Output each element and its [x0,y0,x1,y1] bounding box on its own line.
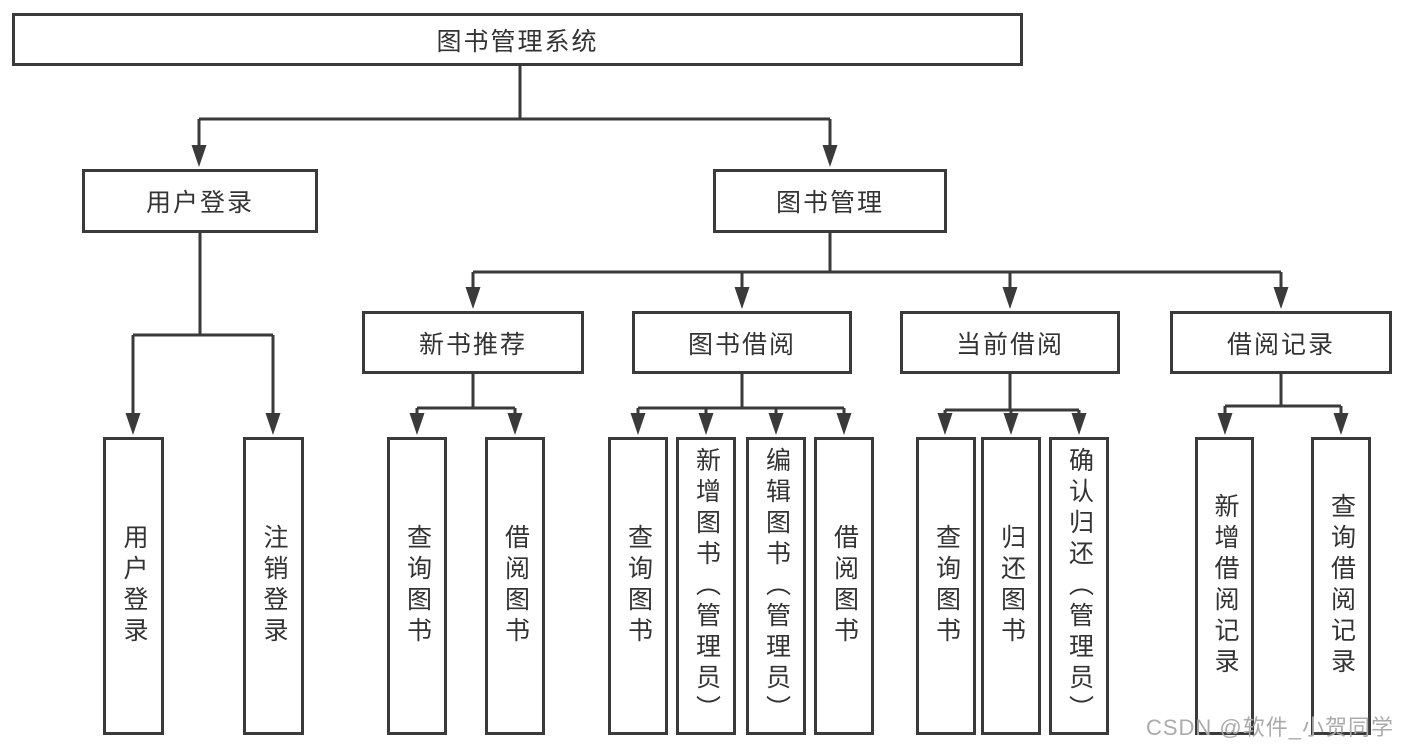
node-current-borrowing: 当前借阅 [900,311,1120,374]
node-label: 查询借阅记录 [1327,493,1356,679]
leaf-query-books-borrowing: 查询图书 [608,437,668,735]
leaf-borrow-books-recommend: 借阅图书 [485,437,545,735]
node-label: 查询图书 [403,524,432,648]
node-label: 新增图书（管理员） [692,446,721,726]
node-label: 借阅图书 [830,524,859,648]
node-new-book-recommendation: 新书推荐 [362,311,584,374]
leaf-query-borrow-record: 查询借阅记录 [1311,437,1371,735]
node-label: 图书管理 [775,189,884,217]
node-user-login: 用户登录 [82,169,318,233]
node-library-system: 图书管理系统 [12,13,1023,66]
node-label: 编辑图书（管理员） [762,446,791,726]
node-label: 借阅记录 [1226,330,1335,359]
node-label: 归还图书 [997,524,1026,648]
node-label: 注销登录 [260,524,288,648]
leaf-add-borrow-record: 新增借阅记录 [1195,437,1254,735]
node-label: 图书管理系统 [436,27,599,56]
node-book-borrowing: 图书借阅 [632,311,852,374]
leaf-query-books-current: 查询图书 [916,437,976,735]
leaf-logout: 注销登录 [243,437,304,735]
leaf-user-login: 用户登录 [103,437,164,735]
node-label: 新书推荐 [418,330,527,359]
leaf-borrow-books-borrowing: 借阅图书 [814,437,874,735]
node-label: 用户登录 [120,524,148,648]
node-label: 确认归还（管理员） [1065,446,1094,726]
leaf-return-books: 归还图书 [981,437,1041,735]
watermark-text: CSDN @软件_小贺同学 [1145,715,1394,740]
leaf-confirm-return-admin: 确认归还（管理员） [1049,437,1109,735]
arrowhead-icons [125,145,1349,435]
node-label: 用户登录 [145,189,254,217]
node-label: 新增借阅记录 [1211,493,1239,679]
node-label: 图书借阅 [687,330,796,359]
node-label: 借阅图书 [501,524,530,648]
node-borrowing-records: 借阅记录 [1170,311,1392,374]
leaf-query-books-recommend: 查询图书 [387,437,447,735]
node-book-management: 图书管理 [713,169,947,233]
node-label: 查询图书 [932,524,961,648]
leaf-edit-book-admin: 编辑图书（管理员） [746,437,806,735]
leaf-add-book-admin: 新增图书（管理员） [676,437,736,735]
node-label: 当前借阅 [955,330,1064,359]
node-label: 查询图书 [624,524,653,648]
